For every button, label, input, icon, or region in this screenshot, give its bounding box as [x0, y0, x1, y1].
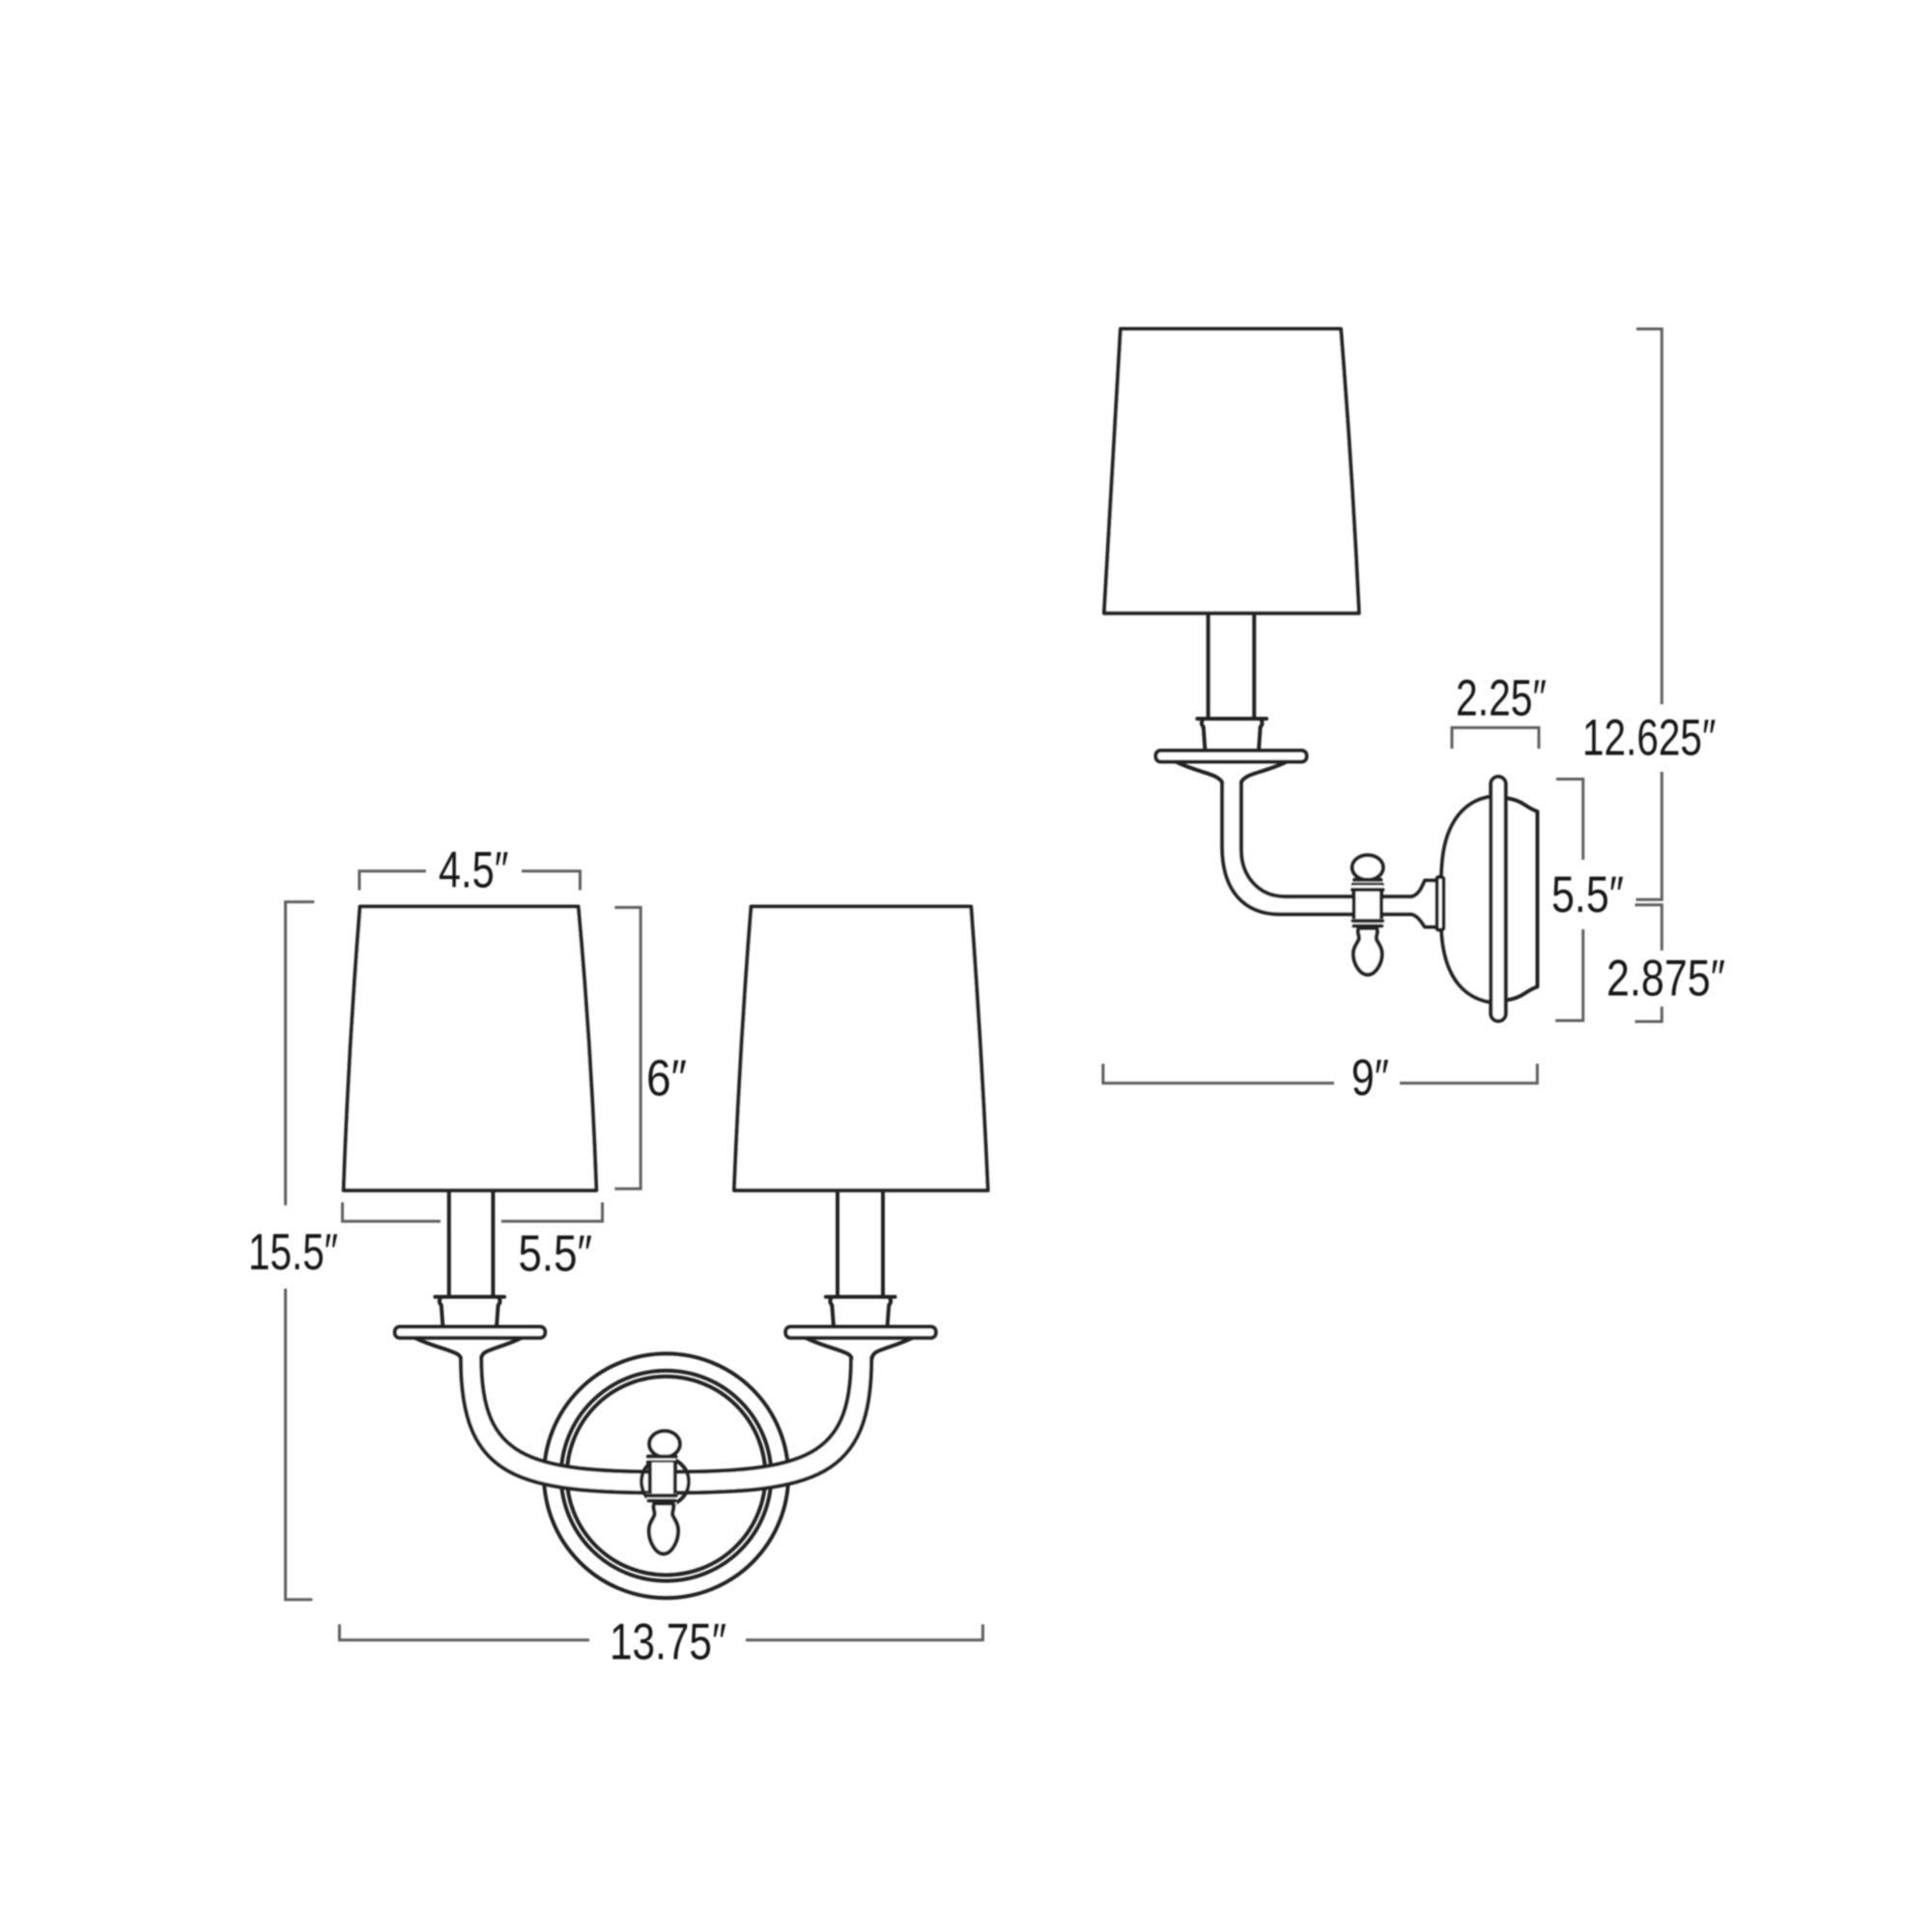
svg-text:2.25″: 2.25″ — [1456, 670, 1547, 727]
svg-text:13.75″: 13.75″ — [610, 1614, 726, 1671]
svg-text:4.5″: 4.5″ — [439, 842, 509, 899]
svg-text:5.5″: 5.5″ — [519, 1226, 593, 1283]
svg-text:2.875″: 2.875″ — [1606, 951, 1725, 1008]
svg-text:9″: 9″ — [1351, 1050, 1389, 1107]
svg-text:12.625″: 12.625″ — [1582, 710, 1716, 767]
svg-text:15.5″: 15.5″ — [248, 1224, 338, 1281]
svg-text:5.5″: 5.5″ — [1551, 867, 1624, 923]
svg-text:6″: 6″ — [646, 1050, 687, 1107]
